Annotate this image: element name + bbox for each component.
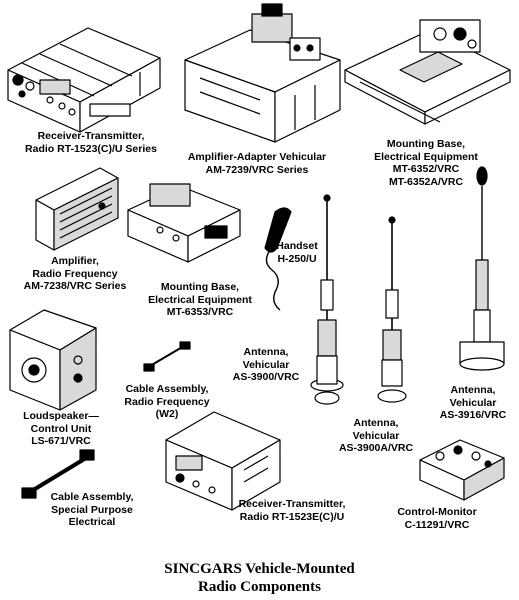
- label-as3900-line1: Antenna,: [243, 346, 289, 358]
- label-rt1523e: Receiver-Transmitter, Radio RT-1523E(C)/…: [222, 498, 362, 523]
- figure-caption: SINCGARS Vehicle-Mounted Radio Component…: [0, 560, 519, 596]
- label-am7239: Amplifier-Adapter Vehicular AM-7239/VRC …: [172, 151, 342, 176]
- label-mt6353: Mounting Base, Electrical Equipment MT-6…: [130, 281, 270, 319]
- label-cable-sp-line3: Electrical: [68, 516, 116, 528]
- label-ls671: Loudspeaker— Control Unit LS-671/VRC: [6, 410, 116, 448]
- label-cable-rf-line2: Radio Frequency: [124, 395, 210, 408]
- label-mt6353-line2: Electrical Equipment: [148, 293, 252, 306]
- label-as3900-line2: Vehicular: [242, 358, 290, 371]
- label-as3900a: Antenna, Vehicular AS-3900A/VRC: [326, 417, 426, 455]
- label-am7238-line2: Radio Frequency: [32, 267, 118, 280]
- label-as3900a-line1: Antenna,: [353, 417, 399, 429]
- label-mt6352-line2: Electrical Equipment: [374, 150, 478, 163]
- label-as3916-line3: AS-3916/VRC: [439, 409, 507, 421]
- label-as3916-line2: Vehicular: [449, 396, 497, 409]
- label-as3916-line1: Antenna,: [450, 384, 496, 396]
- c11291-illustration: [420, 440, 504, 500]
- label-c11291-line2: C-11291/VRC: [404, 518, 470, 531]
- label-c11291: Control-Monitor C-11291/VRC: [382, 506, 492, 531]
- label-mt6352-line3: MT-6352/VRC: [392, 163, 460, 175]
- label-am7239-line2: AM-7239/VRC Series: [205, 163, 309, 176]
- cable-sp-illustration: [22, 450, 94, 498]
- label-ls671-line1: Loudspeaker—: [23, 410, 99, 422]
- handset-illustration: [265, 208, 291, 310]
- label-ls671-line2: Control Unit: [30, 422, 92, 435]
- label-mt6352-line4: MT-6352A/VRC: [388, 175, 464, 188]
- as3900-illustration: [311, 195, 343, 404]
- label-am7238-line1: Amplifier,: [51, 255, 99, 267]
- label-mt6353-line1: Mounting Base,: [160, 281, 240, 293]
- ls671-illustration: [10, 310, 96, 410]
- label-as3916: Antenna, Vehicular AS-3916/VRC: [428, 384, 518, 422]
- label-rt1523c-line2: Radio RT-1523(C)/U Series: [25, 142, 157, 155]
- label-handset-line2: H-250/U: [277, 252, 317, 265]
- label-am7238-line3: AM-7238/VRC Series: [23, 280, 127, 292]
- label-rt1523e-line1: Receiver-Transmitter,: [238, 498, 346, 510]
- label-mt6352: Mounting Base, Electrical Equipment MT-6…: [346, 138, 506, 188]
- label-rt1523c: Receiver-Transmitter, Radio RT-1523(C)/U…: [16, 130, 166, 155]
- figure-caption-line2: Radio Components: [198, 579, 321, 595]
- label-handset-line1: Handset: [276, 240, 318, 252]
- mt6352-illustration: [345, 20, 510, 124]
- label-rt1523e-line2: Radio RT-1523E(C)/U: [239, 510, 345, 523]
- label-as3900a-line3: AS-3900A/VRC: [338, 442, 414, 454]
- as3900a-illustration: [378, 217, 406, 402]
- label-cable-rf: Cable Assembly, Radio Frequency (W2): [112, 383, 222, 421]
- label-cable-sp: Cable Assembly, Special Purpose Electric…: [32, 491, 152, 529]
- label-am7238: Amplifier, Radio Frequency AM-7238/VRC S…: [10, 255, 140, 293]
- figure-caption-line1: SINCGARS Vehicle-Mounted: [164, 561, 355, 577]
- rt1523e-illustration: [166, 412, 280, 510]
- label-as3900-line3: AS-3900/VRC: [232, 371, 300, 383]
- label-c11291-line1: Control-Monitor: [397, 506, 477, 518]
- label-handset: Handset H-250/U: [262, 240, 332, 265]
- label-mt6353-line3: MT-6353/VRC: [166, 306, 234, 318]
- label-am7239-line1: Amplifier-Adapter Vehicular: [187, 151, 327, 163]
- label-ls671-line3: LS-671/VRC: [31, 435, 91, 447]
- label-cable-sp-line2: Special Purpose: [51, 503, 133, 516]
- cable-rf-illustration: [144, 342, 190, 371]
- rt1523c-illustration: [8, 28, 160, 132]
- mt6353-illustration: [128, 184, 240, 262]
- label-cable-rf-line3: (W2): [155, 408, 179, 420]
- label-mt6352-line1: Mounting Base,: [386, 138, 466, 150]
- as3916-illustration: [460, 167, 504, 370]
- am7238-illustration: [36, 168, 118, 250]
- label-cable-sp-line1: Cable Assembly,: [50, 491, 134, 503]
- am7239-illustration: [185, 4, 340, 142]
- label-rt1523c-line1: Receiver-Transmitter,: [37, 130, 145, 142]
- label-as3900: Antenna, Vehicular AS-3900/VRC: [226, 346, 306, 384]
- label-as3900a-line2: Vehicular: [352, 429, 400, 442]
- label-cable-rf-line1: Cable Assembly,: [125, 383, 209, 395]
